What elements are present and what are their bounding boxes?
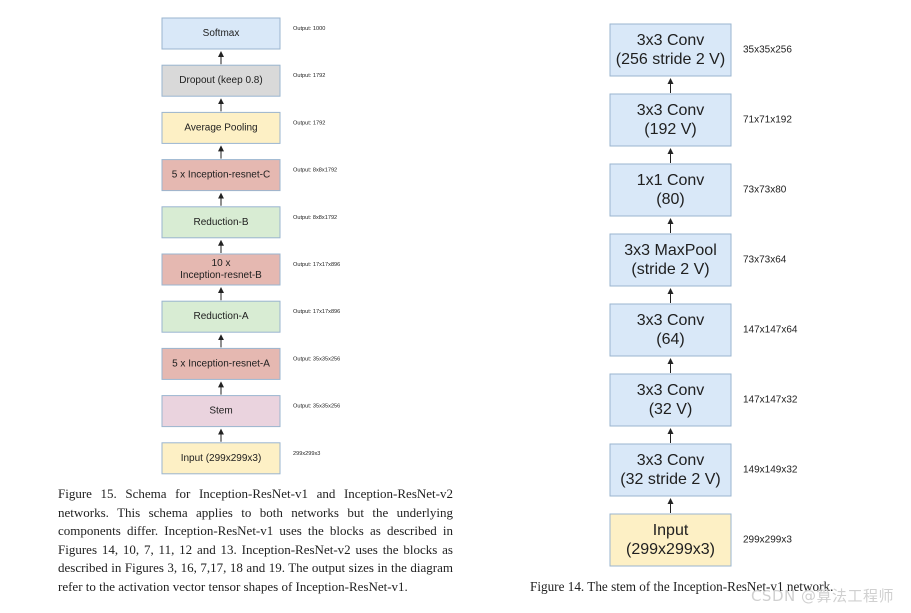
- schema-block-label: Reduction-A: [193, 311, 248, 322]
- stem-block-label: (stride 2 V): [631, 261, 709, 278]
- schema-block-softmax: Softmax: [161, 17, 281, 50]
- schema-block-box: [161, 395, 281, 428]
- stem-output-label: 149x149x32: [743, 465, 798, 476]
- csdn-watermark: CSDN @算法工程师: [750, 587, 894, 605]
- schema-output-label: Output: 1000: [293, 26, 325, 32]
- schema-block-box: [161, 111, 281, 144]
- schema-output-label: Output: 1792: [293, 120, 325, 126]
- stem-output-label: 73x73x64: [743, 255, 787, 266]
- schema-block-box: [161, 206, 281, 239]
- schema-block-reduction-a: Reduction-A: [161, 300, 281, 333]
- schema-block-label: Reduction-B: [193, 217, 248, 228]
- schema-block-box: [161, 64, 281, 97]
- schema-output-label: Output: 17x17x896: [293, 309, 340, 315]
- stem-block-box: [609, 163, 732, 217]
- schema-block-label: 5 x Inception-resnet-A: [172, 358, 270, 369]
- stem-output-label: 35x35x256: [743, 45, 792, 56]
- schema-output-label: 299x299x3: [293, 451, 320, 457]
- stem-block-label: 3x3 Conv: [637, 452, 705, 469]
- stem-output-label: 71x71x192: [743, 115, 792, 126]
- stem-output-label: 73x73x80: [743, 185, 787, 196]
- figure-15-caption: Figure 15. Schema for Inception-ResNet-v…: [58, 486, 453, 594]
- stem-block-3x3-conv-192-v: 3x3 Conv (192 V): [609, 93, 732, 147]
- schema-block-box: [161, 442, 281, 475]
- schema-block-box: [161, 159, 281, 192]
- schema-block-box: [161, 253, 281, 286]
- stem-block-label: 3x3 Conv: [637, 32, 705, 49]
- stem-block-3x3-conv-32-stride-2-v: 3x3 Conv (32 stride 2 V): [609, 443, 732, 497]
- stem-block-1x1-conv-80: 1x1 Conv (80): [609, 163, 732, 217]
- schema-block-label: Inception-resnet-B: [180, 270, 262, 281]
- schema-block-label: Softmax: [203, 28, 240, 39]
- schema-block-label: 5 x Inception-resnet-C: [172, 170, 270, 181]
- schema-block-5-x-inception-resnet-a: 5 x Inception-resnet-A: [161, 347, 281, 380]
- schema-block-label: Average Pooling: [184, 122, 257, 133]
- stem-block-label: (256 stride 2 V): [616, 51, 725, 68]
- stem-block-box: [609, 93, 732, 147]
- stem-block-3x3-conv-64: 3x3 Conv (64): [609, 303, 732, 357]
- schema-output-label: Output: 35x35x256: [293, 356, 340, 362]
- schema-block-input-299x299x3: Input (299x299x3): [161, 442, 281, 475]
- stem-output-label: 299x299x3: [743, 535, 792, 546]
- schema-block-label: Dropout (keep 0.8): [179, 75, 262, 86]
- stem-block-label: (80): [656, 191, 684, 208]
- stem-output-label: 147x147x32: [743, 395, 798, 406]
- stem-block-label: 3x3 Conv: [637, 312, 705, 329]
- schema-block-average-pooling: Average Pooling: [161, 111, 281, 144]
- stem-block-box: [609, 373, 732, 427]
- stem-block-3x3-conv-256-stride-2-v: 3x3 Conv (256 stride 2 V): [609, 23, 732, 77]
- stem-block-box: [609, 443, 732, 497]
- stem-block-label: 3x3 Conv: [637, 382, 705, 399]
- stem-block-box: [609, 23, 732, 77]
- schema-output-label: Output: 1792: [293, 73, 325, 79]
- stem-block-label: 1x1 Conv: [637, 172, 705, 189]
- schema-output-label: Output: 17x17x896: [293, 262, 340, 268]
- stem-block-label: (299x299x3): [626, 541, 715, 558]
- schema-block-reduction-b: Reduction-B: [161, 206, 281, 239]
- stem-block-label: (32 stride 2 V): [620, 471, 720, 488]
- stem-block-label: (192 V): [644, 121, 696, 138]
- inception-resnet-v1-stem-diagram: 3x3 Conv (256 stride 2 V) 35x35x256 3x3 Con…: [609, 23, 798, 567]
- stem-block-box: [609, 233, 732, 287]
- stem-block-label: 3x3 Conv: [637, 102, 705, 119]
- schema-block-box: [161, 300, 281, 333]
- schema-output-label: Output: 8x8x1792: [293, 168, 337, 174]
- schema-block-box: [161, 347, 281, 380]
- figure-14-caption: Figure 14. The stem of the Inception-Res…: [530, 579, 834, 594]
- stem-block-label: (64): [656, 331, 684, 348]
- stem-output-label: 147x147x64: [743, 325, 798, 336]
- schema-block-label: 10 x: [212, 258, 231, 269]
- stem-block-label: (32 V): [649, 401, 693, 418]
- schema-block-box: [161, 17, 281, 50]
- stem-block-box: [609, 303, 732, 357]
- schema-output-label: Output: 35x35x256: [293, 404, 340, 410]
- schema-block-dropout-keep-0-8: Dropout (keep 0.8): [161, 64, 281, 97]
- stem-block-box: [609, 513, 732, 567]
- stem-block-input-299x299x3: Input (299x299x3): [609, 513, 732, 567]
- stem-block-3x3-conv-32-v: 3x3 Conv (32 V): [609, 373, 732, 427]
- stem-block-3x3-maxpool-stride-2-v: 3x3 MaxPool (stride 2 V): [609, 233, 732, 287]
- stem-block-label: Input: [653, 522, 689, 539]
- schema-block-label: Input (299x299x3): [181, 453, 262, 464]
- schema-block-5-x-inception-resnet-c: 5 x Inception-resnet-C: [161, 159, 281, 192]
- schema-output-label: Output: 8x8x1792: [293, 215, 337, 221]
- schema-block-label: Stem: [209, 406, 232, 417]
- schema-block-stem: Stem: [161, 395, 281, 428]
- stem-block-label: 3x3 MaxPool: [624, 242, 717, 259]
